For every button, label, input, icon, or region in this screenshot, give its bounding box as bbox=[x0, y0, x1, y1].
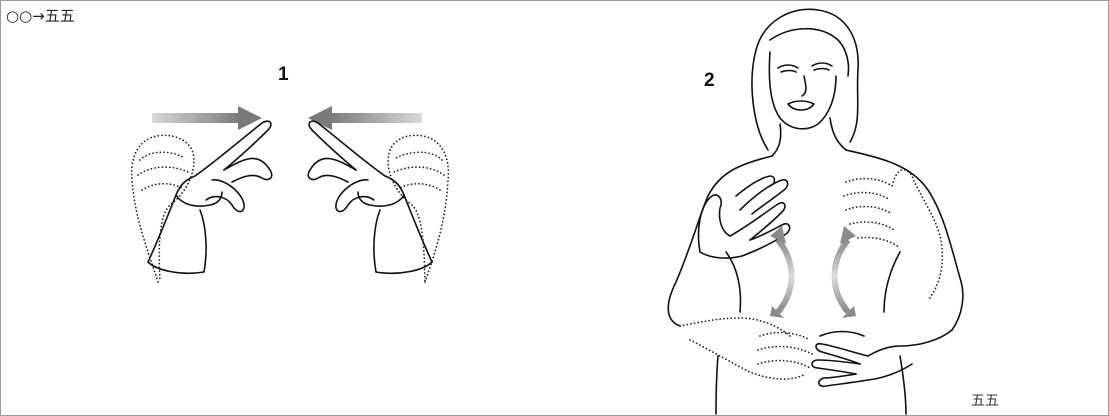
curved-double-arrow-icon-right bbox=[835, 226, 857, 318]
step-1-right-hand-start bbox=[388, 135, 448, 282]
step-2-lower-hand bbox=[812, 330, 952, 386]
step-1-right-hand bbox=[308, 121, 432, 273]
step-1-left-hand bbox=[148, 121, 272, 273]
right-arrow-icon bbox=[152, 106, 262, 130]
step-1-arrows bbox=[152, 106, 422, 130]
left-arrow-icon bbox=[308, 106, 422, 130]
woman-figure bbox=[668, 9, 963, 414]
step-2-lower-hand-start bbox=[680, 318, 812, 379]
step-1-left-hand-start bbox=[132, 135, 194, 282]
curved-double-arrow-icon bbox=[770, 226, 792, 318]
